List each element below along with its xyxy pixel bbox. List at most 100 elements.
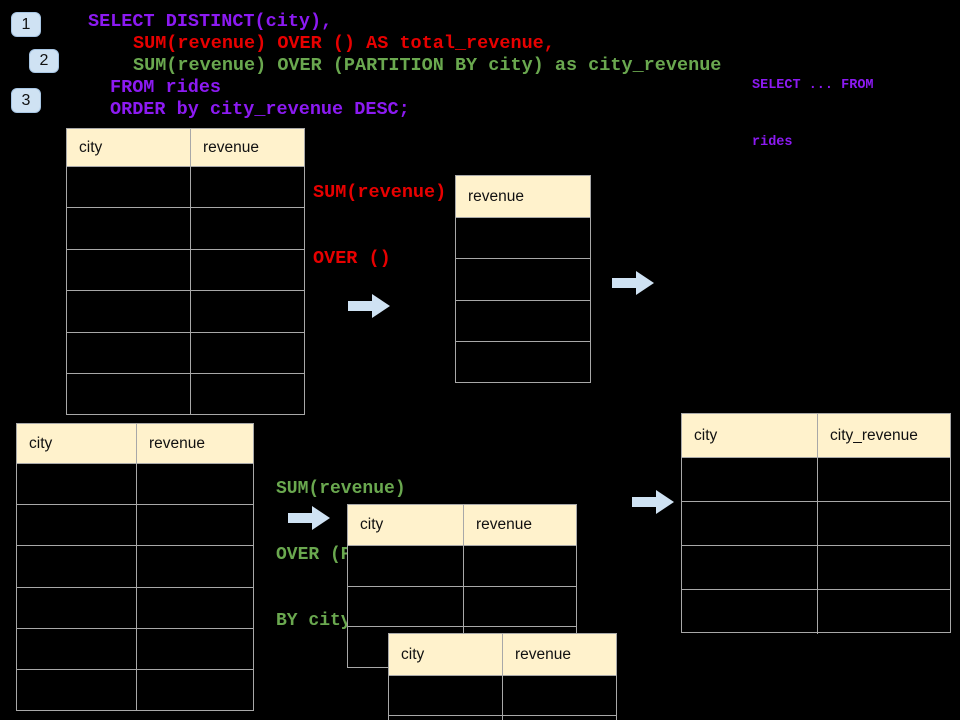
table-cell [191, 208, 304, 248]
table-row [456, 342, 590, 383]
table-row [456, 218, 590, 260]
table-cell [503, 716, 616, 720]
table-cell [67, 208, 191, 249]
column-header-city: city [682, 414, 818, 457]
table-row [682, 458, 950, 502]
table-cell [17, 505, 137, 546]
table-cell [682, 502, 818, 545]
table-row [17, 464, 253, 506]
table-cell [67, 373, 191, 416]
table-row [67, 167, 304, 209]
column-header-revenue: revenue [149, 434, 206, 452]
table-cell [818, 590, 950, 634]
table-cell [818, 502, 950, 545]
table-row [67, 249, 304, 292]
table-row [17, 587, 253, 629]
table-city-revenue-header: city city_revenue [682, 414, 950, 458]
table-cell [137, 546, 253, 586]
table-cell [503, 676, 616, 715]
table-source-bottom: city revenue [16, 423, 254, 712]
table-cell [191, 333, 304, 373]
table-cell [818, 546, 950, 589]
table-cell [464, 587, 576, 627]
table-city-revenue: city city_revenue [681, 413, 951, 634]
sql-line-total-sum: SUM(revenue) OVER () AS total_revenue, [133, 33, 555, 54]
partition-annotation-line-1: SUM(revenue) [276, 479, 406, 499]
table-row [17, 546, 253, 588]
step-badge-1-label: 1 [21, 15, 31, 33]
table-partition-b: city revenue [388, 633, 617, 720]
table-cell [456, 301, 590, 341]
table-cell [17, 464, 137, 505]
table-row [67, 332, 304, 374]
table-cell [191, 291, 304, 331]
table-cell [191, 250, 304, 290]
table-cell [348, 546, 464, 586]
table-row [67, 291, 304, 333]
step-badge-2: 2 [29, 49, 59, 73]
column-header-revenue: revenue [468, 187, 525, 205]
table-source-bottom-header: city revenue [17, 424, 253, 464]
table-total-revenue-header: revenue [456, 176, 590, 218]
table-source-top-header: city revenue [67, 129, 304, 167]
table-cell [137, 505, 253, 545]
table-cell [17, 628, 137, 669]
step-badge-2-label: 2 [39, 52, 49, 69]
table-cell [456, 218, 590, 258]
table-source-top: city revenue [66, 128, 305, 416]
table-cell [456, 259, 590, 299]
table-row [456, 301, 590, 342]
table-cell [17, 669, 137, 712]
table-cell [67, 249, 191, 291]
sql-line-from: FROM rides [110, 77, 222, 98]
table-row [389, 676, 616, 716]
column-header-city: city [67, 129, 191, 166]
table-row [17, 628, 253, 670]
sql-line-partition-sum: SUM(revenue) OVER (PARTITION BY city) as… [133, 55, 722, 76]
table-cell [456, 342, 590, 383]
table-cell [682, 458, 818, 501]
sql-line-order-by: ORDER by city_revenue DESC; [110, 99, 410, 120]
table-cell [389, 676, 503, 715]
table-row [67, 208, 304, 250]
table-row [348, 586, 576, 628]
table-cell [682, 590, 818, 634]
table-cell [67, 167, 191, 208]
table-cell [67, 291, 191, 332]
arrow-right-icon [632, 490, 674, 514]
table-row [389, 716, 616, 720]
table-cell [137, 464, 253, 504]
step-badge-3-label: 3 [21, 91, 31, 109]
table-cell [67, 332, 191, 373]
total-revenue-annotation: SUM(revenue) OVER () [313, 138, 446, 314]
column-header-revenue: revenue [515, 645, 572, 663]
table-row [17, 669, 253, 712]
table-row [17, 505, 253, 547]
arrow-right-icon [612, 271, 654, 295]
table-row [67, 373, 304, 416]
table-cell [682, 546, 818, 589]
table-cell [137, 670, 253, 711]
total-revenue-annotation-line-1: SUM(revenue) [313, 182, 447, 203]
side-note-line-2: rides [752, 135, 793, 150]
table-cell [137, 629, 253, 669]
table-cell [464, 546, 576, 586]
table-row [456, 259, 590, 301]
column-header-city: city [17, 424, 137, 463]
table-cell [17, 546, 137, 587]
column-header-city: city [348, 505, 464, 545]
table-cell [137, 588, 253, 628]
table-cell [191, 374, 304, 415]
column-header-revenue: revenue [476, 516, 533, 533]
arrow-right-icon [288, 506, 330, 530]
table-total-revenue: revenue [455, 175, 591, 383]
table-row [348, 546, 576, 587]
side-note: SELECT ... FROM rides [752, 38, 874, 190]
step-badge-3: 3 [11, 88, 41, 113]
table-cell [389, 716, 503, 720]
table-row [682, 546, 950, 590]
step-badge-1: 1 [11, 12, 41, 37]
sql-line-select: SELECT DISTINCT(city), [88, 11, 333, 32]
table-partition-a-header: city revenue [348, 505, 576, 546]
